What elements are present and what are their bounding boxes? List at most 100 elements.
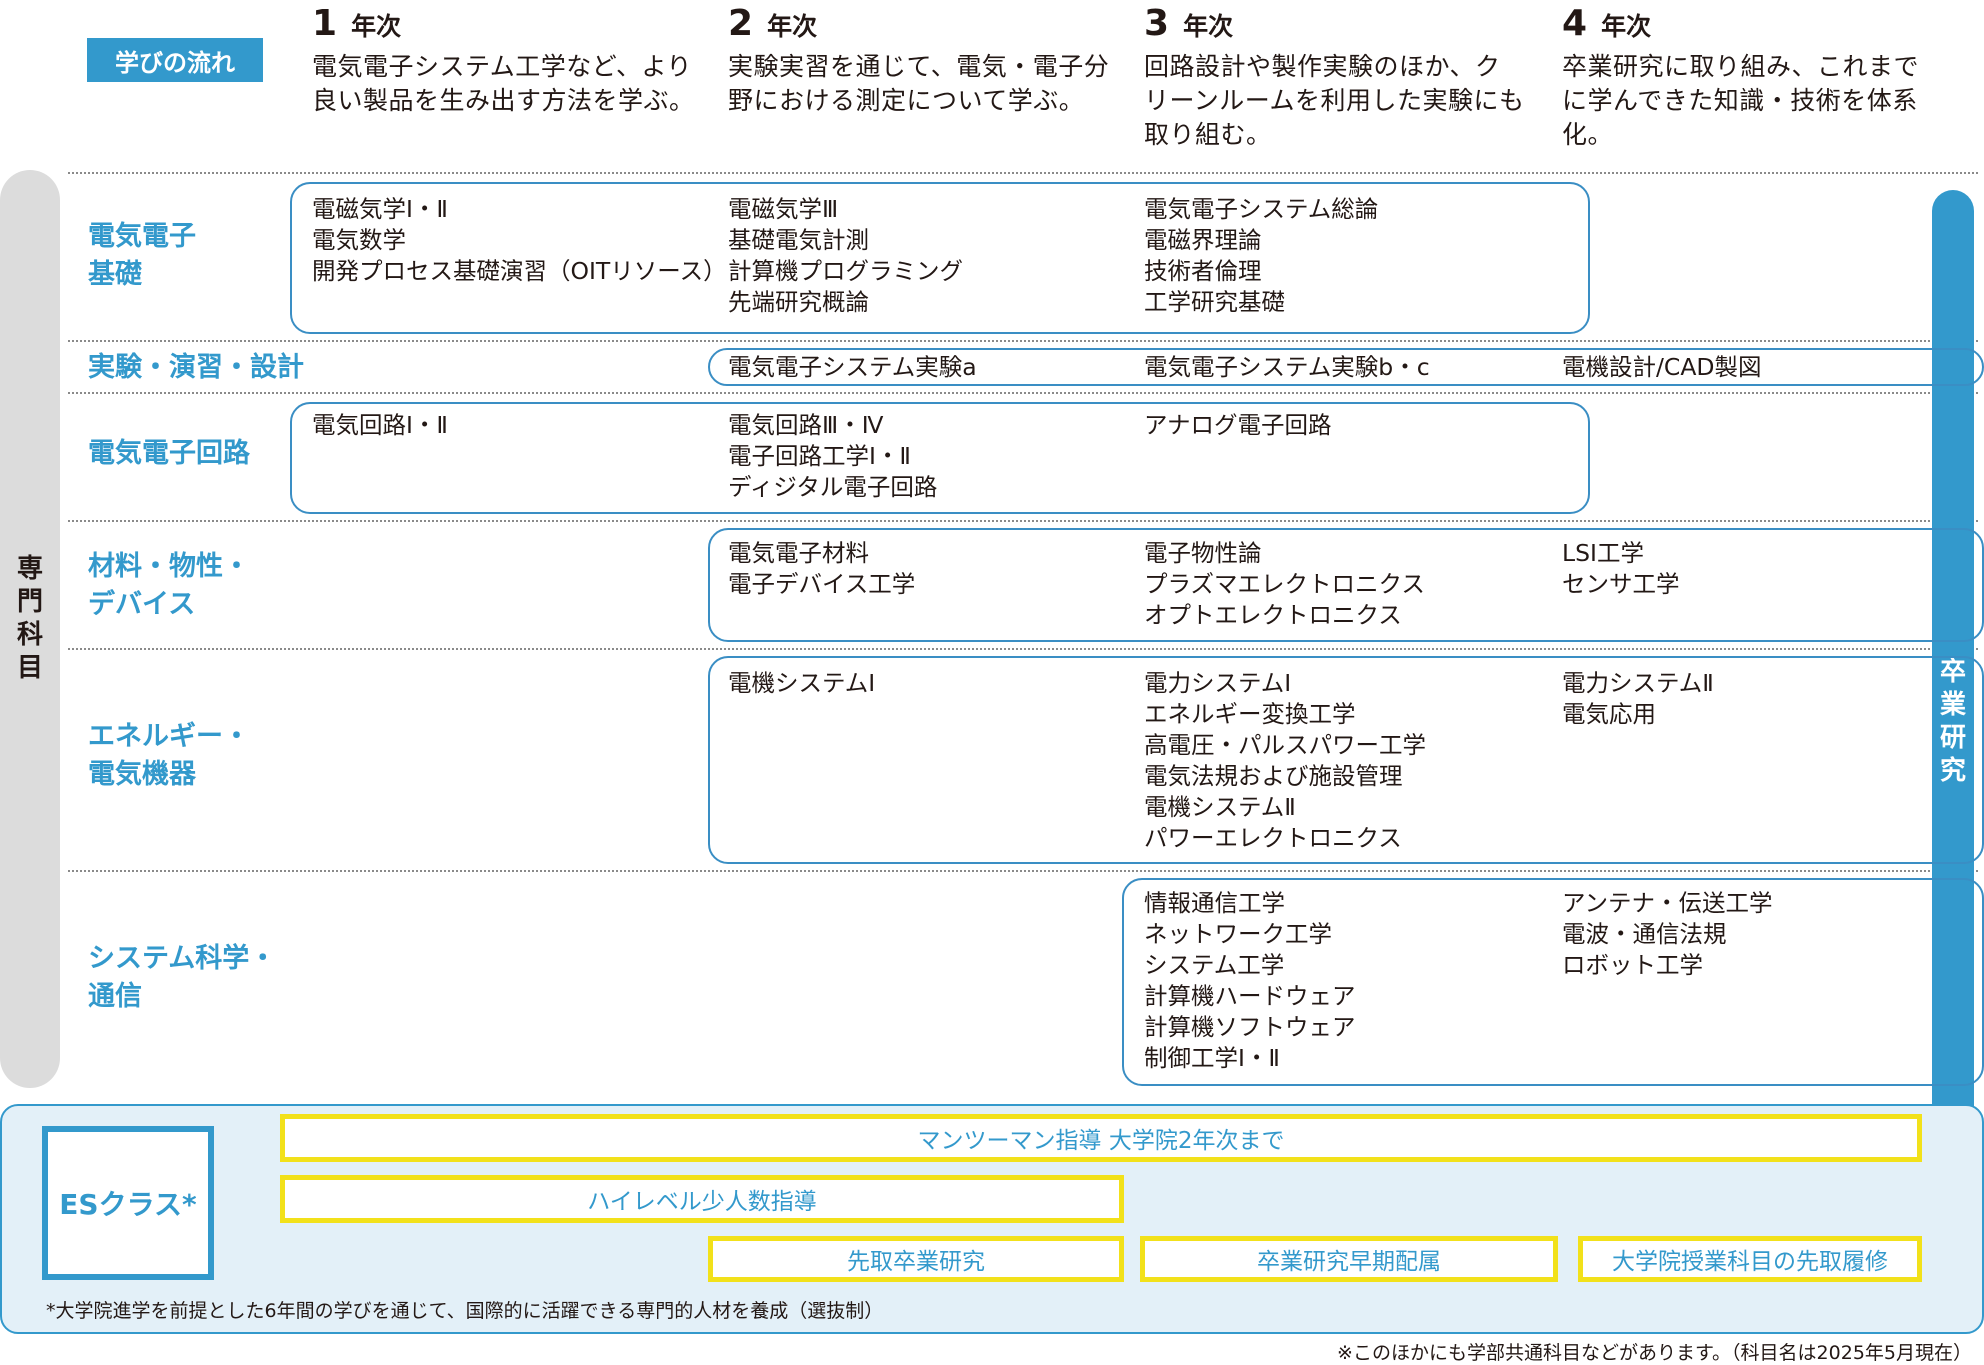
subject-item: 電機設計/CAD製図 bbox=[1562, 353, 1762, 381]
subject-item: 電磁界理論 bbox=[1144, 226, 1262, 254]
subject-item: 計算機ソフトウェア bbox=[1144, 1013, 1356, 1041]
es-bar-grad-courses: 大学院授業科目の先取履修 bbox=[1578, 1236, 1922, 1282]
subject-item: センサ工学 bbox=[1562, 570, 1680, 598]
subject-list: 電気電子システム実験a bbox=[728, 352, 977, 383]
subject-item: 電子デバイス工学 bbox=[728, 570, 916, 598]
year-description: 卒業研究に取り組み、これまでに学んできた知識・技術を体系化。 bbox=[1562, 52, 1920, 149]
subject-item: プラズマエレクトロニクス bbox=[1144, 570, 1425, 598]
footnote: ※このほかにも学部共通科目などがあります。（科目名は2025年5月現在） bbox=[1337, 1342, 1972, 1364]
subject-item: 電気電子システム総論 bbox=[1144, 195, 1379, 223]
subject-item: 電力システムⅡ bbox=[1562, 669, 1714, 697]
subject-item: パワーエレクトロニクス bbox=[1144, 824, 1402, 852]
subject-item: 高電圧・パルスパワー工学 bbox=[1144, 731, 1426, 759]
subject-item: エネルギー変換工学 bbox=[1144, 700, 1356, 728]
subject-item: 技術者倫理 bbox=[1144, 257, 1262, 285]
es-class-label: ESクラス* bbox=[42, 1126, 214, 1280]
es-bar-early-assignment: 卒業研究早期配属 bbox=[1140, 1236, 1558, 1282]
row-separator bbox=[68, 172, 1978, 174]
year-description: 実験実習を通じて、電気・電子分野における測定について学ぶ。 bbox=[728, 52, 1110, 115]
subject-box-basics bbox=[290, 182, 1590, 334]
subject-box-systems bbox=[1122, 878, 1984, 1086]
subject-item: アナログ電子回路 bbox=[1144, 411, 1332, 439]
subject-item: 電気電子システム実験a bbox=[728, 353, 977, 381]
subject-item: 電機システムⅡ bbox=[1144, 793, 1296, 821]
subject-item: ロボット工学 bbox=[1562, 951, 1703, 979]
subject-item: 計算機ハードウェア bbox=[1144, 982, 1356, 1010]
subject-box-experiments bbox=[708, 348, 1984, 386]
subject-box-circuits bbox=[290, 402, 1590, 514]
category-label-systems: システム科学・通信 bbox=[88, 943, 277, 1012]
row-separator bbox=[68, 392, 1978, 394]
subject-list: アナログ電子回路 bbox=[1144, 410, 1332, 441]
subject-item: 電気回路Ⅰ・Ⅱ bbox=[312, 411, 448, 439]
subject-list: 電気電子材料電子デバイス工学 bbox=[728, 538, 915, 600]
subject-item: 情報通信工学 bbox=[1144, 889, 1285, 917]
subject-item: ディジタル電子回路 bbox=[728, 473, 938, 501]
year-4-column: 4 年次 卒業研究に取り組み、これまでに学んできた知識・技術を体系化。 bbox=[1562, 6, 1962, 152]
category-label-energy: エネルギー・電気機器 bbox=[88, 721, 250, 790]
specialized-subjects-bar bbox=[0, 170, 60, 1088]
year-number: 4 bbox=[1562, 3, 1588, 44]
row-separator bbox=[68, 520, 1978, 522]
es-bar-mentoring: マンツーマン指導 大学院2年次まで bbox=[280, 1114, 1922, 1162]
year-number: 1 bbox=[312, 3, 338, 44]
specialized-subjects-label: 専門科目 bbox=[16, 554, 43, 683]
graduation-research-label: 卒業研究 bbox=[1939, 657, 1966, 786]
subject-list: 電力システムⅡ 電気応用 bbox=[1562, 668, 1714, 730]
subject-item: 電気電子材料 bbox=[728, 539, 869, 567]
year-unit: 年次 bbox=[1601, 12, 1652, 41]
subject-list: 電機システムⅠ bbox=[728, 668, 875, 699]
subject-item: LSI工学 bbox=[1562, 539, 1644, 567]
subject-item: 電気数学 bbox=[312, 226, 406, 254]
subject-item: アンテナ・伝送工学 bbox=[1562, 889, 1773, 917]
category-label-experiments: 実験・演習・設計 bbox=[88, 352, 304, 383]
es-note: *大学院進学を前提とした6年間の学びを通じて、国際的に活躍できる専門的人材を養成… bbox=[46, 1300, 884, 1322]
subject-item: 制御工学Ⅰ・Ⅱ bbox=[1144, 1044, 1280, 1072]
subject-item: 電気法規および施設管理 bbox=[1144, 762, 1403, 790]
subject-list: 情報通信工学ネットワーク工学システム工学計算機ハードウェア計算機ソフトウェア制御… bbox=[1144, 888, 1356, 1074]
row-separator bbox=[68, 648, 1978, 650]
year-unit: 年次 bbox=[1183, 12, 1234, 41]
es-bar-early-research: 先取卒業研究 bbox=[708, 1236, 1124, 1282]
subject-item: 電力システムⅠ bbox=[1144, 669, 1292, 697]
subject-item: 電磁気学Ⅲ bbox=[728, 195, 839, 223]
year-unit: 年次 bbox=[351, 12, 402, 41]
year-description: 回路設計や製作実験のほか、クリーンルームを利用した実験にも取り組む。 bbox=[1144, 52, 1525, 149]
flow-label: 学びの流れ bbox=[87, 38, 263, 82]
year-number: 2 bbox=[728, 3, 754, 44]
subject-item: 電子物性論 bbox=[1144, 539, 1262, 567]
category-label-materials: 材料・物性・デバイス bbox=[88, 551, 250, 620]
subject-item: 電波・通信法規 bbox=[1562, 920, 1727, 948]
subject-list: 電気回路Ⅲ・Ⅳ 電子回路工学Ⅰ・Ⅱ ディジタル電子回路 bbox=[728, 410, 937, 503]
subject-list: 電力システムⅠ エネルギー変換工学高電圧・パルスパワー工学電気法規および施設管理電… bbox=[1144, 668, 1426, 854]
subject-item: 工学研究基礎 bbox=[1144, 288, 1285, 316]
subject-list: 電気電子システム実験b・c bbox=[1144, 352, 1430, 383]
subject-item: 基礎電気計測 bbox=[728, 226, 869, 254]
subject-item: 電気応用 bbox=[1562, 700, 1656, 728]
subject-list: 電機設計/CAD製図 bbox=[1562, 352, 1762, 383]
subject-item: 先端研究概論 bbox=[728, 288, 869, 316]
subject-box-materials bbox=[708, 528, 1984, 642]
subject-item: システム工学 bbox=[1144, 951, 1285, 979]
subject-item: 電気電子システム実験b・c bbox=[1144, 353, 1430, 381]
subject-list: 電気回路Ⅰ・Ⅱ bbox=[312, 410, 448, 441]
subject-list: 電磁気学Ⅲ 基礎電気計測計算機プログラミング先端研究概論 bbox=[728, 194, 963, 318]
row-separator bbox=[68, 870, 1978, 872]
year-unit: 年次 bbox=[767, 12, 818, 41]
subject-item: 開発プロセス基礎演習（OITリソース） bbox=[312, 257, 727, 285]
subject-item: 電気回路Ⅲ・Ⅳ bbox=[728, 411, 884, 439]
subject-list: LSI工学センサ工学 bbox=[1562, 538, 1680, 600]
year-1-column: 1 年次 電気電子システム工学など、より良い製品を生み出す方法を学ぶ。 bbox=[312, 6, 712, 118]
subject-item: 電子回路工学Ⅰ・Ⅱ bbox=[728, 442, 911, 470]
subject-item: オプトエレクトロニクス bbox=[1144, 601, 1402, 629]
subject-item: 電機システムⅠ bbox=[728, 669, 876, 697]
year-description: 電気電子システム工学など、より良い製品を生み出す方法を学ぶ。 bbox=[312, 52, 695, 115]
subject-item: 計算機プログラミング bbox=[728, 257, 963, 285]
category-label-circuits: 電気電子回路 bbox=[88, 438, 250, 469]
subject-list: アンテナ・伝送工学電波・通信法規ロボット工学 bbox=[1562, 888, 1773, 981]
row-separator bbox=[68, 340, 1978, 342]
subject-list: 電子物性論プラズマエレクトロニクスオプトエレクトロニクス bbox=[1144, 538, 1425, 631]
category-label-basics: 電気電子基礎 bbox=[88, 221, 196, 290]
